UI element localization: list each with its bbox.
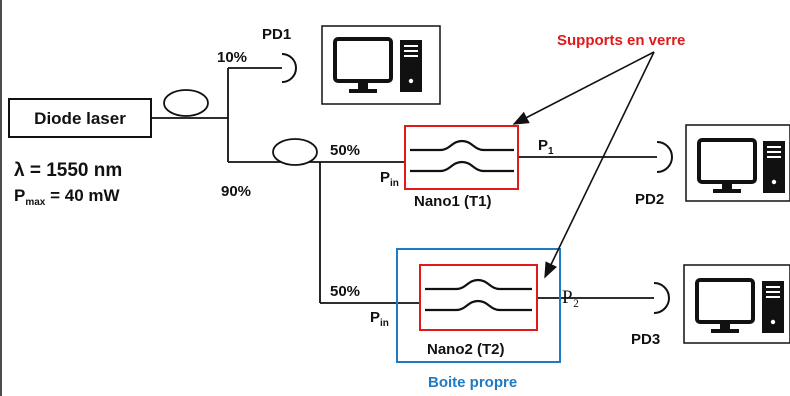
support-arrows bbox=[512, 51, 655, 279]
wavelength-label: λ = 1550 nm bbox=[14, 160, 122, 181]
supports-label: Supports en verre bbox=[557, 32, 685, 49]
photodetector-icon bbox=[656, 141, 673, 173]
pd3-label: PD3 bbox=[631, 331, 660, 348]
pin2-label: Pin bbox=[370, 309, 389, 329]
photodetector-icon bbox=[281, 53, 297, 83]
computer-icon bbox=[321, 25, 441, 105]
fiber-coupler-icon bbox=[163, 89, 209, 117]
nano1-label: Nano1 (T1) bbox=[414, 193, 492, 210]
diode-laser-label: Diode laser bbox=[34, 109, 126, 128]
p2-label: P₂ bbox=[562, 287, 579, 308]
photodetector-icon bbox=[653, 282, 670, 314]
pd1-label: PD1 bbox=[262, 26, 291, 43]
nano1-support bbox=[404, 125, 519, 190]
split-50-bottom-label: 50% bbox=[330, 283, 360, 300]
clean-box bbox=[396, 248, 561, 363]
boite-propre-label: Boite propre bbox=[428, 374, 517, 391]
split-90-label: 90% bbox=[221, 183, 251, 200]
pd2-label: PD2 bbox=[635, 191, 664, 208]
fiber-coupler-icon bbox=[272, 138, 318, 166]
nano2-support bbox=[419, 264, 538, 331]
split-50-top-label: 50% bbox=[330, 142, 360, 159]
fiber-paths bbox=[151, 67, 657, 304]
p1-label: P1 bbox=[538, 137, 554, 157]
pin1-label: Pin bbox=[380, 169, 399, 189]
pmax-label: Pmax = 40 mW bbox=[14, 186, 120, 208]
nano2-label: Nano2 (T2) bbox=[427, 341, 505, 358]
split-10-label: 10% bbox=[217, 49, 247, 66]
computer-icon bbox=[685, 124, 790, 202]
computer-icon bbox=[683, 264, 790, 344]
diode-laser: Diode laser bbox=[8, 98, 152, 138]
